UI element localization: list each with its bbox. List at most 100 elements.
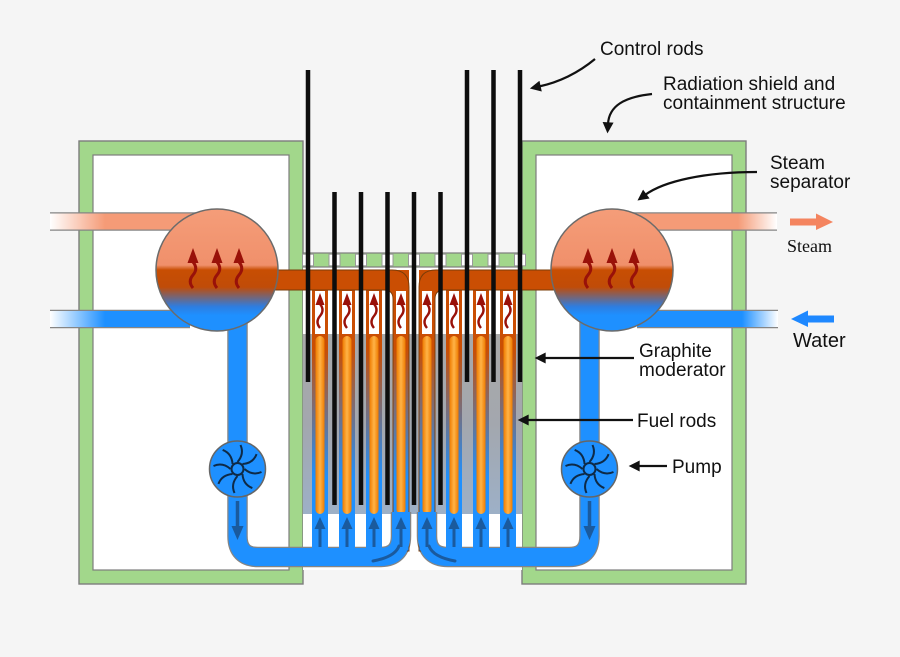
control-rod-raised	[517, 70, 523, 382]
graphite-moderator-label-line2: moderator	[639, 360, 726, 381]
steam-separator-label-line1: Steam	[770, 153, 825, 174]
steam-out-arrow-icon	[790, 213, 833, 230]
graphite-moderator-label-line1: Graphite	[639, 341, 712, 362]
evaporation-arrow-icon	[582, 248, 594, 263]
steam-wavy-arrow-icon	[503, 293, 513, 305]
evaporation-arrows	[187, 248, 640, 289]
impeller-blade	[595, 468, 614, 475]
fuel-rod	[476, 336, 486, 514]
impeller-blade	[584, 475, 591, 494]
steam-wavy-tail	[504, 303, 512, 329]
control-rod-inserted	[438, 192, 443, 505]
water-up-arrow-icon	[314, 517, 326, 529]
steam-wavy-arrow-icon	[396, 293, 406, 305]
steam-wavy-arrow-icon	[422, 293, 432, 305]
control-rods-pointer-arrow-icon	[529, 58, 596, 92]
impeller-hub	[582, 462, 597, 476]
control-rod-raised	[464, 70, 470, 382]
impeller-blade	[593, 473, 605, 490]
control-rod-inserted	[332, 192, 337, 505]
steam-wavy-tail	[397, 303, 405, 329]
channel-window	[342, 291, 352, 334]
steam-wavy-tail	[423, 303, 431, 329]
impeller-blade	[588, 444, 595, 463]
steam-wavy-arrow-icon	[342, 293, 352, 305]
steam-wavy-tail	[370, 303, 378, 329]
boiling-windows	[315, 291, 513, 334]
fuel-rod	[422, 336, 432, 514]
control-rod-raised	[491, 70, 496, 382]
impeller-blade	[242, 453, 258, 466]
evaporation-arrow-tail	[188, 261, 198, 289]
control-rods-group	[305, 70, 523, 505]
evaporation-arrow-icon	[233, 248, 245, 263]
evaporation-arrow-icon	[211, 248, 223, 263]
fuel-rod	[315, 336, 325, 514]
evaporation-arrow-icon	[628, 248, 640, 263]
fuel-rod	[369, 336, 379, 514]
elbow-flow-arrow-icon	[371, 544, 401, 563]
water-up-arrow-icon	[421, 517, 433, 529]
water-up-arrow-icon	[475, 517, 487, 529]
pump-impeller-icon	[565, 444, 614, 494]
fuel-rods-label: Fuel rods	[637, 411, 716, 432]
steam-separator-left	[155, 208, 279, 332]
fuel-rod	[449, 336, 459, 514]
steam-separator-label-line2: separator	[770, 172, 851, 193]
channel-window	[369, 291, 379, 334]
channel-window	[449, 291, 459, 334]
impeller-blade	[213, 463, 232, 470]
evaporation-arrow-tail	[583, 261, 593, 289]
pump-right	[560, 440, 619, 498]
impeller-blade	[565, 463, 584, 470]
water-down-arrow-icon	[231, 526, 244, 540]
impeller-blade	[217, 472, 233, 485]
evaporation-arrow-icon	[187, 248, 199, 263]
steam-separator-right	[550, 208, 674, 332]
impeller-hub	[230, 462, 245, 476]
water-up-arrow-icon	[368, 517, 380, 529]
pump-impeller-icon	[213, 444, 262, 494]
channel-window	[476, 291, 486, 334]
steam-wavy-tail	[316, 303, 324, 329]
impeller-blade	[222, 448, 234, 465]
water-up-arrow-icon	[395, 517, 407, 529]
fuel-rod	[396, 336, 406, 514]
impeller-blade	[594, 453, 610, 466]
steam-wavy-arrow-icon	[369, 293, 379, 305]
water-up-arrow-icon	[341, 517, 353, 529]
impeller-blade	[232, 475, 239, 494]
channel-window	[422, 291, 432, 334]
evaporation-arrow-icon	[606, 248, 618, 263]
impeller-blade	[236, 444, 243, 463]
steam-wavy-tail	[343, 303, 351, 329]
control-rod-raised	[305, 70, 311, 382]
control-rod-inserted	[411, 192, 417, 505]
steam-wavy-tail	[477, 303, 485, 329]
water-up-arrow-icon	[502, 517, 514, 529]
fuel-rods-group	[315, 336, 513, 514]
steam-wavy-arrow-icon	[449, 293, 459, 305]
impeller-blade	[569, 472, 585, 485]
evaporation-arrow-tail	[234, 261, 244, 289]
steam-wavy-tail	[450, 303, 458, 329]
evaporation-arrow-tail	[629, 261, 639, 289]
steam-wavy-arrow-icon	[476, 293, 486, 305]
impeller-blade	[241, 473, 253, 490]
water-in-label: Water	[793, 330, 846, 352]
control-rod-inserted	[385, 192, 390, 505]
channel-window	[396, 291, 406, 334]
radiation-shield-pointer-arrow-icon	[602, 92, 653, 134]
control-rod-inserted	[358, 192, 364, 505]
radiation-shield-label-line1: Radiation shield and	[663, 74, 835, 95]
fuel-rod	[503, 336, 513, 514]
steam-separator-pointer-arrow-icon	[637, 170, 758, 201]
fuel-rod	[342, 336, 352, 514]
evaporation-arrow-tail	[607, 261, 617, 289]
elbow-flow-arrow-icon	[427, 544, 457, 563]
pipes	[50, 213, 778, 566]
control-rods-label: Control rods	[600, 39, 704, 60]
annotations: Control rods Radiation shield and contai…	[517, 39, 851, 478]
